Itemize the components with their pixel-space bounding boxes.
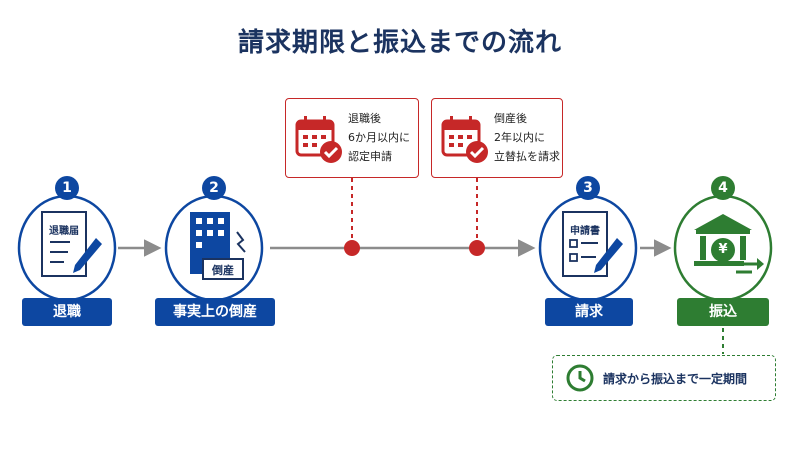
step-1-label: 退職	[22, 298, 112, 326]
step-2-number: 2	[202, 176, 226, 200]
deadline-box-2: 倒産後 2年以内に 立替払を請求	[431, 98, 563, 178]
step-4-node	[673, 194, 773, 302]
step-2-label: 事実上の倒産	[155, 298, 275, 326]
step-3-number: 3	[576, 176, 600, 200]
payment-period-text: 請求から振込まで一定期間	[603, 372, 748, 386]
document-pen-icon	[562, 211, 623, 277]
step-1-doc-label: 退職届	[49, 226, 79, 237]
deadline-marker-2	[469, 240, 485, 256]
deadline-connectors	[344, 178, 485, 256]
step-2-node	[164, 194, 264, 302]
step-4-label: 振込	[677, 298, 769, 326]
office-building-icon	[190, 212, 246, 280]
step-4-number: 4	[711, 176, 735, 200]
page-title: 請求期限と振込までの流れ	[237, 28, 562, 58]
step-3-label: 請求	[545, 298, 633, 326]
deadline-marker-1	[344, 240, 360, 256]
calendar-check-icon	[295, 116, 342, 163]
bank-yen-icon	[694, 214, 764, 274]
calendar-check-icon	[441, 116, 488, 163]
payment-period-box: 請求から振込まで一定期間	[552, 355, 776, 401]
step-3-node	[538, 194, 638, 302]
deadline-text-2: 倒産後 2年以内に 立替払を請求	[494, 112, 560, 163]
step-2-building-tag: 倒産	[212, 264, 234, 277]
step-3-doc-label: 申請書	[570, 226, 600, 237]
step-1-number: 1	[55, 176, 79, 200]
deadline-text-1: 退職後 6か月以内に 認定申請	[348, 112, 410, 163]
document-pen-icon	[41, 211, 102, 277]
step-4-yen-symbol: ¥	[718, 242, 728, 257]
step-1-node	[17, 194, 117, 302]
deadline-box-1: 退職後 6か月以内に 認定申請	[285, 98, 419, 178]
clock-icon	[566, 364, 594, 392]
